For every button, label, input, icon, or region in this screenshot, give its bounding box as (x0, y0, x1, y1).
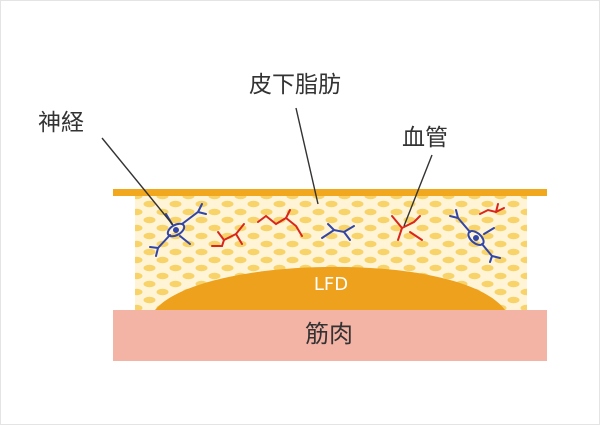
fat-leader-line (295, 107, 319, 205)
lfd-label: LFD (313, 274, 349, 295)
vessel-leader-line (403, 154, 433, 227)
subcutaneous-fat-label: 皮下脂肪 (249, 72, 341, 98)
blood-vessel-icon (257, 209, 303, 237)
nerve-leader-line (101, 137, 174, 226)
blood-vessel-icon (211, 223, 245, 247)
nerve-cell-icon (449, 209, 501, 263)
blood-vessel-label: 血管 (402, 125, 448, 151)
lfd-layer (155, 266, 505, 310)
muscle-layer (113, 310, 547, 361)
nerve-fiber-icon (321, 223, 355, 241)
nerve-label: 神経 (38, 110, 84, 136)
blood-vessel-icon (391, 215, 423, 241)
blood-vessel-icon (479, 203, 505, 215)
skin-boundary-line (113, 189, 547, 196)
muscle-label: 筋肉 (305, 320, 353, 348)
